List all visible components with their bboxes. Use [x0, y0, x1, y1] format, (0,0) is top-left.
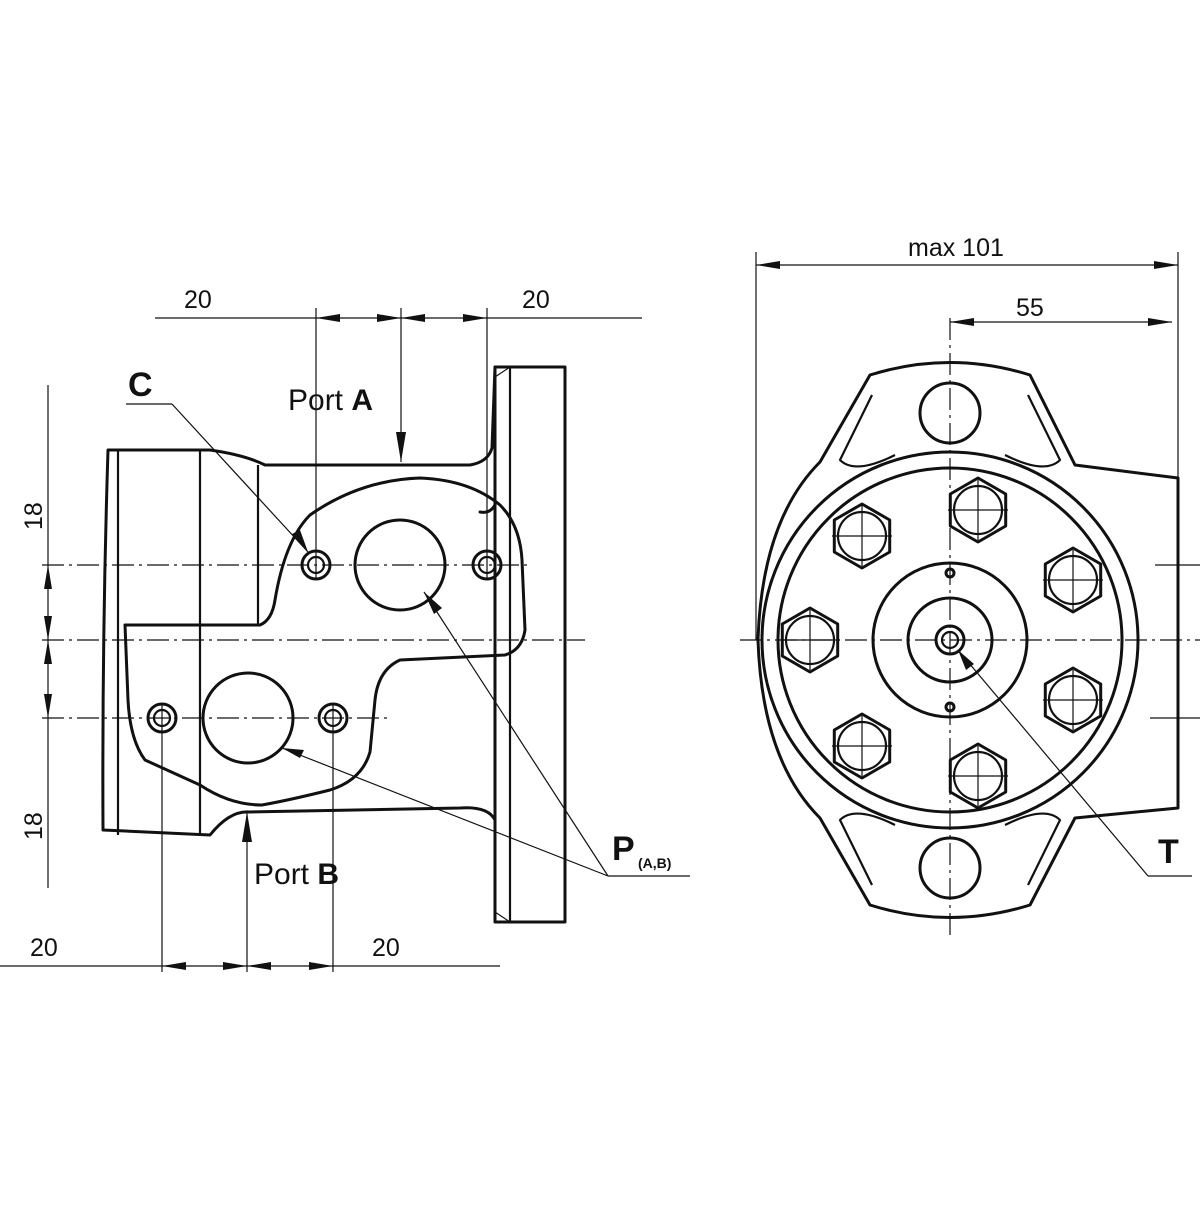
- label-p-sub: (A,B): [638, 855, 671, 871]
- dim-max-width: max 101: [908, 234, 1004, 262]
- label-port-b: Port B: [254, 858, 339, 891]
- bolt-5: [830, 712, 894, 780]
- bolt-4: [946, 742, 1010, 810]
- dim-offset: 55: [1016, 294, 1044, 322]
- mounting-flange: [493, 365, 567, 924]
- front-housing-outline: [756, 361, 1180, 919]
- front-view: max 101 55 T: [740, 234, 1200, 938]
- dim-bottom-left: 20: [30, 934, 58, 962]
- side-view: 20 20 20 20 18 18 C Port A Port B: [0, 286, 690, 972]
- port-a-prefix: Port: [288, 384, 351, 417]
- housing-outline: [101, 365, 497, 837]
- bolt-1: [946, 476, 1010, 544]
- upper-port-pad: [123, 476, 527, 807]
- dim-top-left: 20: [184, 286, 212, 314]
- dim-bottom-right: 20: [372, 934, 400, 962]
- dim-top-right: 20: [522, 286, 550, 314]
- bolt-3: [1041, 666, 1105, 734]
- label-port-a: Port A: [288, 384, 373, 417]
- bolt-7: [830, 502, 894, 570]
- label-t: T: [1158, 833, 1179, 871]
- port-b-prefix: Port: [254, 858, 317, 891]
- port-a-letter: A: [351, 384, 373, 417]
- label-p: P: [612, 830, 635, 868]
- dim-left-lower: 18: [20, 812, 48, 840]
- dim-left-upper: 18: [20, 502, 48, 530]
- bolt-2: [1041, 546, 1105, 614]
- port-b-letter: B: [317, 858, 339, 891]
- label-c: C: [128, 366, 153, 404]
